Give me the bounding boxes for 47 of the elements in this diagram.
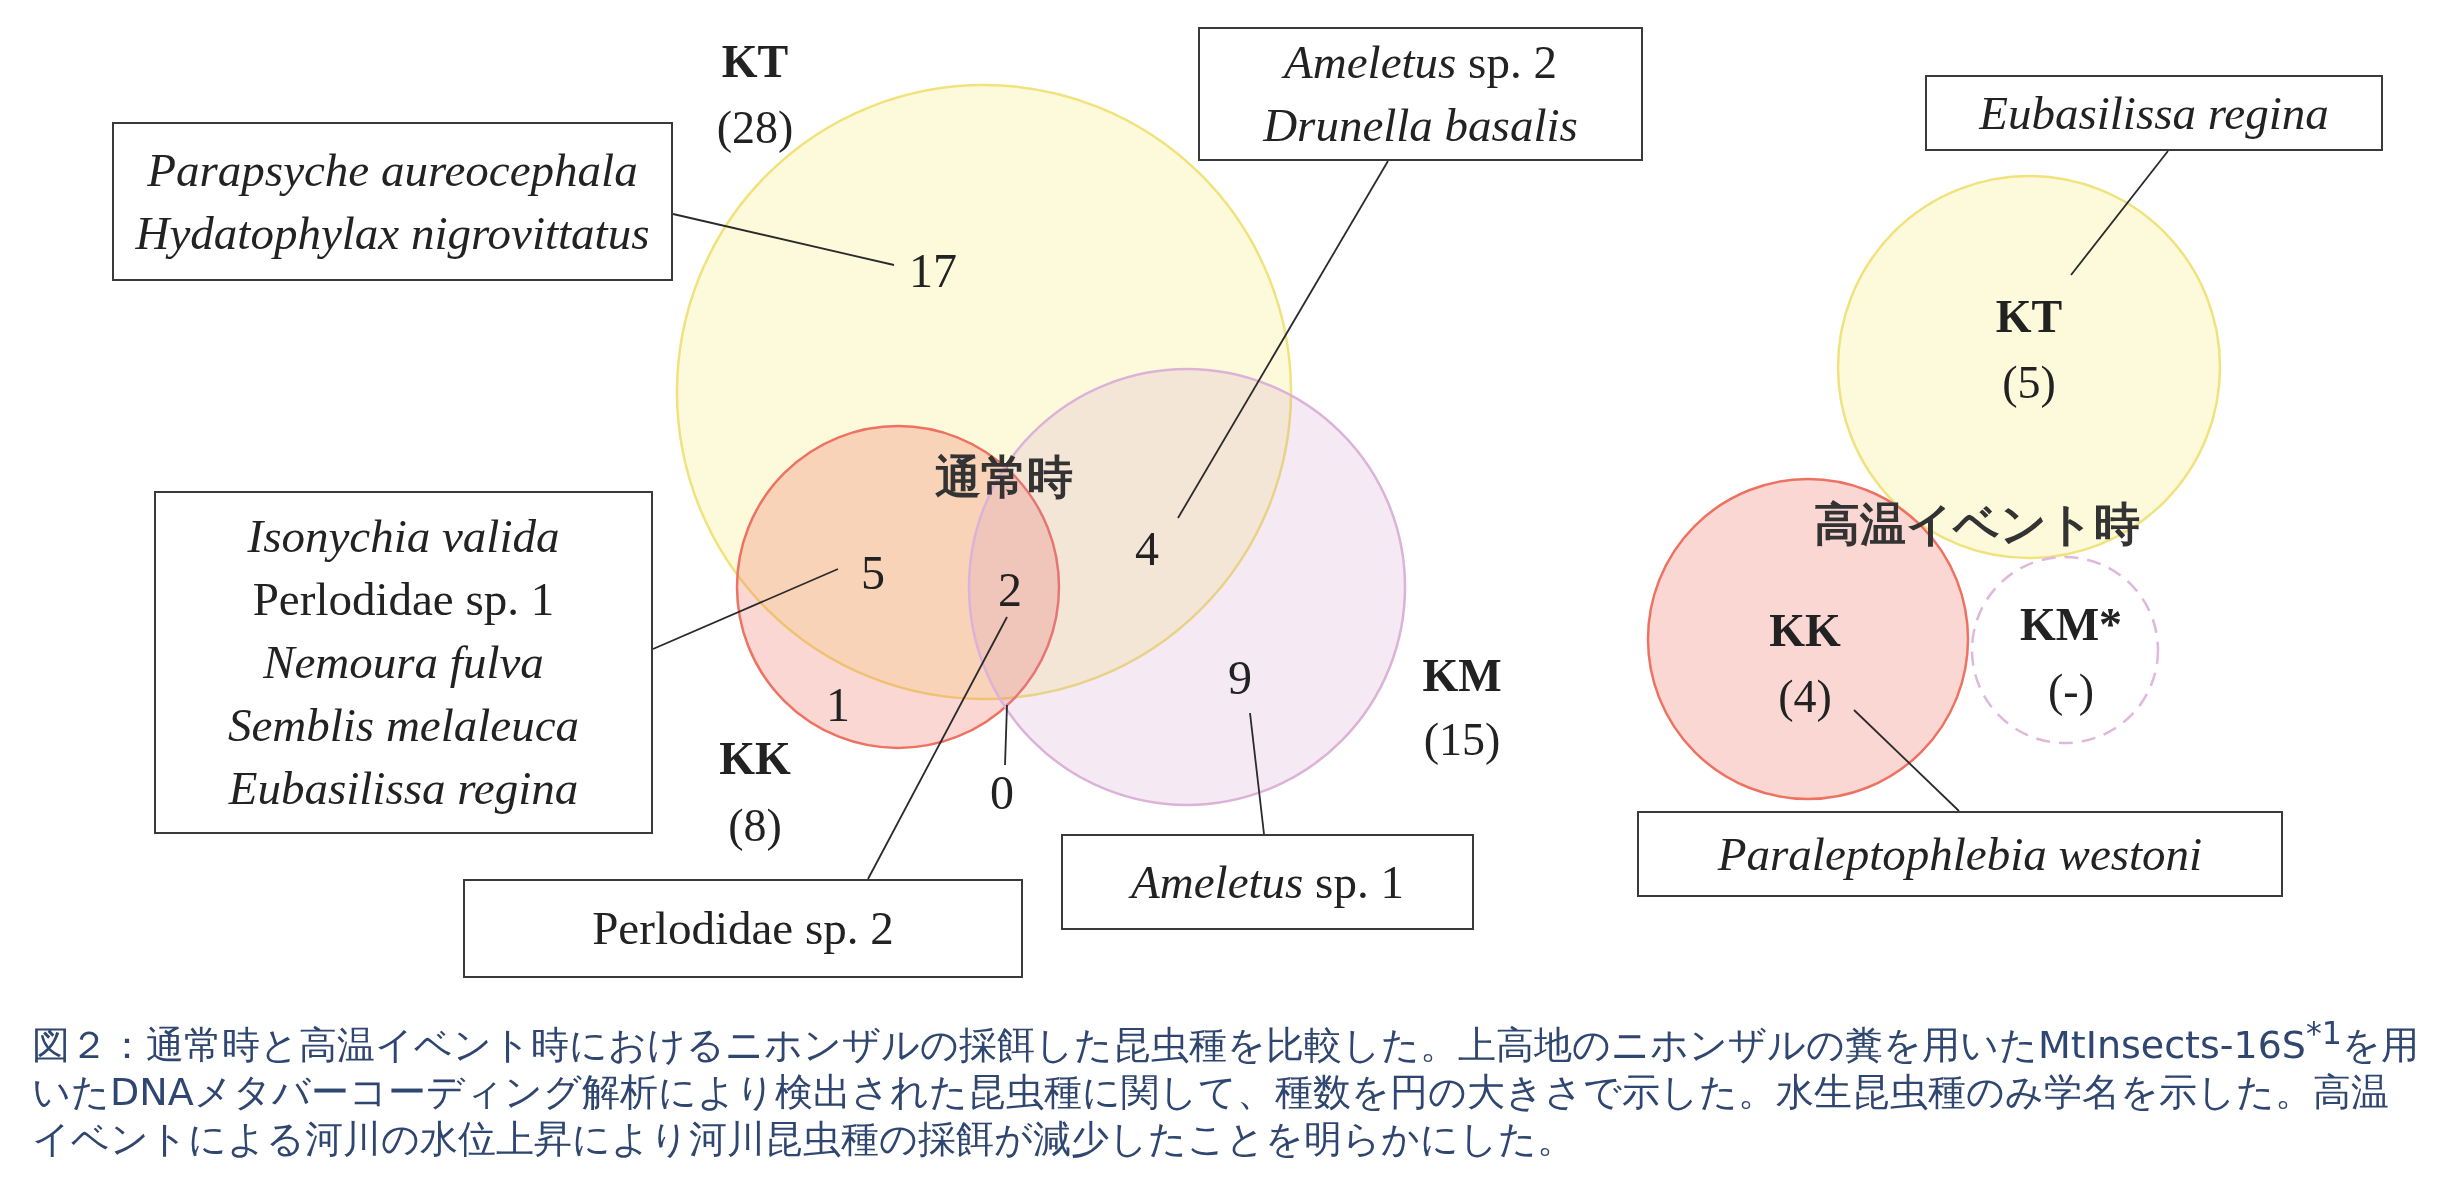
species-name: Perlodidae sp. 1 [252,572,555,627]
species-count: 4 [1135,522,1159,576]
species-total: (-) [2048,665,2094,717]
leader-line [1853,709,1960,812]
leader-line [672,213,895,266]
species-name: Semblis melaleuca [227,698,580,753]
callout-box [463,879,1023,978]
callout-box [1061,834,1474,930]
species-total: (28) [716,102,794,154]
species-total: (8) [728,800,782,852]
species-total: (4) [1778,671,1832,723]
callout-box [1198,27,1643,161]
set-name: KT [1995,291,2063,343]
species-name: Hydatophylax nigrovittatus [135,205,650,261]
leader-line [867,616,1008,880]
species-count: 0 [990,766,1014,820]
figure-caption: 図２：通常時と高温イベント時におけるニホンザルの採餌した昆虫種を比較した。上高地のニホンザルの糞を用いたMtInsects-16S$^{*1}$を用いたDNAメタバーコーディング解析により検出された昆虫種に関して、種数を円の大きさで示した。水生昆虫種のみ学名を示した。高温イベントによる河川の水位上昇により河川昆虫種の採餌が減少したことを明らかにした。 [32,1014,2420,1163]
set-name: KT [721,36,789,88]
leader-line [1249,712,1265,835]
species-name: Eubasilissa regina [1979,85,2329,141]
species-name: Drunella basalis [1263,98,1578,153]
set-name: KM* [2019,599,2123,651]
callout-box [1925,75,2383,151]
species-name: Nemoura fulva [263,635,544,690]
set-name: KK [1769,605,1841,657]
species-count: 17 [909,244,957,298]
callout-box [154,491,653,834]
leader-line [652,568,839,650]
species-name: Parapsyche aureocephala [147,142,638,198]
species-name: Perlodidae sp. 2 [592,901,894,956]
leader-line [1004,704,1008,766]
callout-box [112,122,673,281]
species-count: 5 [861,546,885,600]
set-name: KM [1422,650,1502,702]
species-name: Eubasilissa regina [228,761,579,816]
species-name: Isonychia valida [247,509,560,564]
leader-line [1177,160,1389,519]
species-total: (15) [1423,714,1501,766]
species-count: 2 [998,563,1022,617]
group-label: 通常時 [935,452,1073,504]
leader-line [2070,150,2169,276]
species-name: Paraleptophlebia westoni [1717,826,2203,882]
callout-box [1637,811,2283,897]
species-count: 9 [1228,651,1252,705]
species-total: (5) [2002,357,2056,409]
species-count: 1 [826,678,850,732]
set-name: KK [719,733,791,785]
